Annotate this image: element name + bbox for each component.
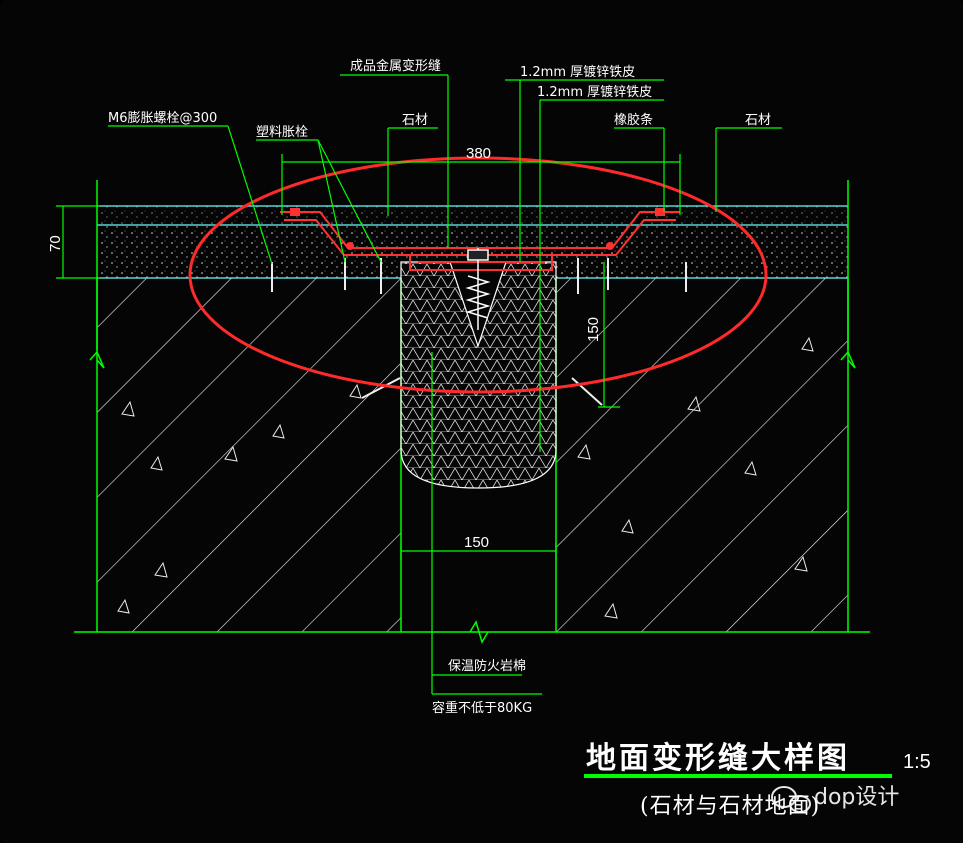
anchor-bolts [271,258,687,406]
mortar-bed [97,225,848,278]
highlight-ellipse [188,156,768,394]
label-steel-sheet-1: 1.2mm 厚镀锌铁皮 [520,64,635,80]
label-steel-sheet-2: 1.2mm 厚镀锌铁皮 [537,84,652,100]
label-rubber-strip: 橡胶条 [614,112,653,128]
dim-layer-height: 70 [47,235,64,252]
ground-line [74,180,870,644]
rubber-strip-marks [290,208,665,250]
concrete-slab-left [96,278,402,632]
wechat-icon [771,786,811,813]
aggregate-marks [117,336,814,619]
label-bolt: M6膨胀螺栓@300 [108,111,217,126]
dimension-lines [56,154,681,560]
watermark-text: dop设计 [814,785,899,810]
label-density: 容重不低于80KG [432,700,532,716]
label-joint-cover: 成品金属变形缝 [350,58,441,74]
dim-gap-width: 150 [464,534,489,551]
label-filler: 保温防火岩棉 [448,658,526,674]
center-bolt [465,248,491,330]
leader-lines [108,74,782,695]
drawing-scale: 1:5 [903,751,931,773]
label-stone-left: 石材 [402,113,428,128]
dim-fill-depth: 150 [585,317,602,342]
dim-top-width: 380 [466,145,491,162]
label-anchor: 塑料胀栓 [256,125,308,140]
label-stone-right: 石材 [745,113,771,128]
drawing-title: 地面变形缝大样图 [586,741,850,776]
watermark: dop设计 [771,785,899,813]
rock-wool-filler [400,261,557,489]
